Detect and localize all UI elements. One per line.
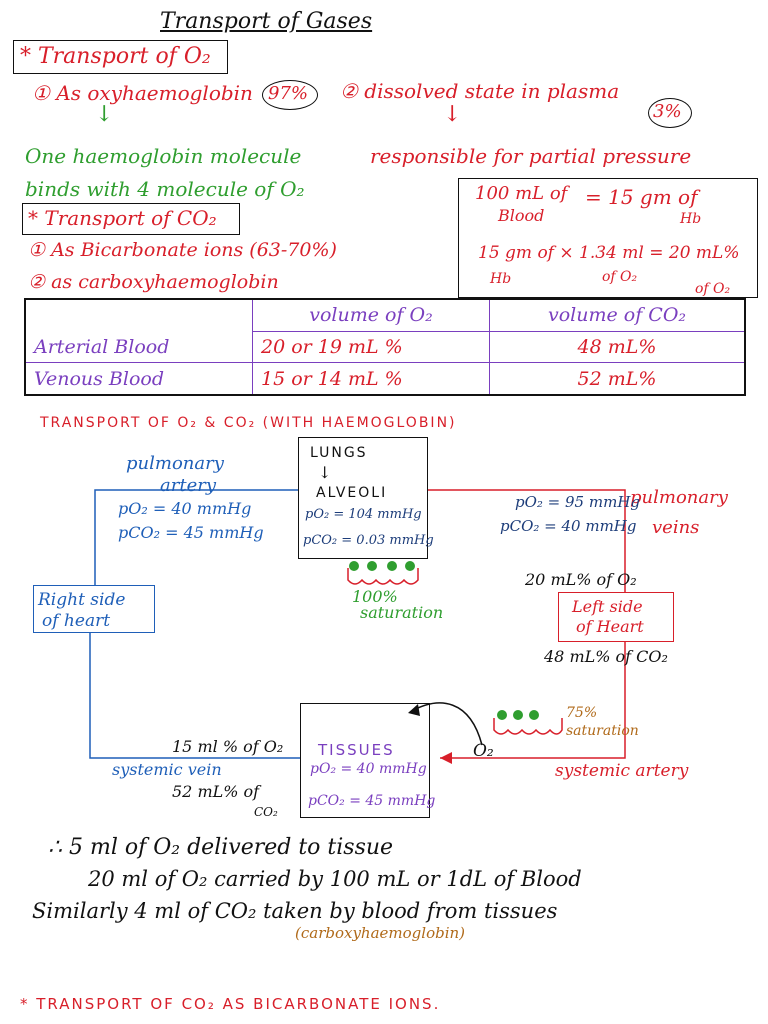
saturation-100-label: saturation bbox=[360, 603, 444, 622]
systemic-artery-arrowhead bbox=[440, 752, 452, 764]
table-header-empty bbox=[25, 299, 253, 332]
left-heart-label-1: Left side bbox=[572, 597, 643, 616]
saturation-75-label: saturation bbox=[566, 723, 639, 739]
left-heart-label-2: of Heart bbox=[576, 617, 644, 636]
pulmonary-veins-po2: pO₂ = 95 mmHg bbox=[515, 493, 641, 511]
co2-item-bicarbonate: ① As Bicarbonate ions (63-70%) bbox=[28, 239, 337, 261]
co2-item-carboxy: ② as carboxyhaemoglobin bbox=[28, 271, 279, 293]
conclusion-line-4: (carboxyhaemoglobin) bbox=[295, 924, 466, 942]
calc-of-o2: of O₂ bbox=[602, 269, 638, 285]
haemoglobin-100-shape bbox=[347, 568, 419, 585]
tissues-box bbox=[300, 703, 430, 818]
table-row: Venous Blood 15 or 14 mL % 52 mL% bbox=[25, 362, 745, 395]
table-header-row: volume of O₂ volume of CO₂ bbox=[25, 299, 745, 332]
right-heart-label-2: of heart bbox=[42, 611, 111, 631]
alveoli-po2: pO₂ = 104 mmHg bbox=[305, 507, 422, 522]
vein-o2-label: 15 ml % of O₂ bbox=[172, 737, 284, 756]
o2-heading: * Transport of O₂ bbox=[20, 44, 211, 69]
diagram-title: TRANSPORT OF O₂ & CO₂ (WITH HAEMOGLOBIN) bbox=[40, 415, 457, 431]
calc-blood: Blood bbox=[498, 206, 545, 225]
co2-48-ml-label: 48 mL% of CO₂ bbox=[544, 647, 668, 666]
pct-97-circle bbox=[262, 80, 318, 110]
alveoli-pco2: pCO₂ = 0.03 mmHg bbox=[303, 533, 434, 548]
calc-of-o2-2: of O₂ bbox=[695, 281, 731, 297]
calc-formula: 15 gm of × 1.34 ml = 20 mL% bbox=[478, 243, 740, 263]
saturation-75-pct: 75% bbox=[566, 705, 598, 721]
pulmonary-artery-po2: pO₂ = 40 mmHg bbox=[118, 499, 252, 518]
table-cell-venous-co2: 52 mL% bbox=[577, 367, 657, 390]
calc-15gm: = 15 gm of bbox=[585, 185, 698, 209]
o2-20-ml-label: 20 mL% of O₂ bbox=[525, 570, 637, 589]
blood-gas-volume-table: volume of O₂ volume of CO₂ Arterial Bloo… bbox=[24, 298, 746, 396]
right-heart-box bbox=[33, 585, 155, 633]
arrow-down-1: ↓ bbox=[95, 102, 114, 127]
tissues-label: TISSUES bbox=[318, 741, 395, 759]
table-cell-arterial-o2: 20 or 19 mL % bbox=[252, 331, 490, 364]
conclusion-line-2: 20 ml of O₂ carried by 100 mL or 1dL of … bbox=[88, 867, 582, 891]
alveoli-label: ALVEOLI bbox=[316, 485, 388, 501]
o2-item-oxyhaemoglobin: ① As oxyhaemoglobin bbox=[32, 81, 253, 105]
table-cell-arterial: Arterial Blood bbox=[25, 331, 253, 364]
lungs-box bbox=[298, 437, 428, 559]
pulmonary-artery-pco2: pCO₂ = 45 mmHg bbox=[118, 523, 264, 542]
calc-hb-2: Hb bbox=[490, 271, 512, 287]
table-cell-venous-o2: 15 or 14 mL % bbox=[252, 362, 490, 395]
vein-co2-label-b: CO₂ bbox=[254, 805, 278, 819]
lungs-arrow: ↓ bbox=[318, 463, 332, 482]
pulmonary-veins-label-2: veins bbox=[652, 517, 700, 538]
saturation-100-pct: 100% bbox=[352, 587, 398, 606]
table-row: Arterial Blood 20 or 19 mL % 48 mL% bbox=[25, 331, 745, 364]
o2-delivery-arrow bbox=[409, 702, 483, 746]
pulmonary-vein-line bbox=[428, 489, 626, 592]
vein-co2-label: 52 mL% of bbox=[172, 782, 260, 801]
calc-hb: Hb bbox=[680, 211, 702, 227]
pct-3-circle bbox=[648, 98, 692, 128]
tissues-po2: pO₂ = 40 mmHg bbox=[310, 761, 427, 777]
hb-line-1: One haemoglobin molecule bbox=[25, 144, 302, 168]
partial-pressure-note: responsible for partial pressure bbox=[370, 144, 692, 168]
pct-97: 97% bbox=[268, 83, 309, 104]
table-cell-venous: Venous Blood bbox=[25, 362, 253, 395]
right-heart-label-1: Right side bbox=[38, 590, 126, 610]
table-header-o2: volume of O₂ bbox=[252, 299, 490, 332]
co2-heading: * Transport of CO₂ bbox=[28, 206, 217, 230]
pulmonary-veins-label-1: pulmonary bbox=[630, 487, 728, 508]
o2-item-dissolved: ② dissolved state in plasma bbox=[340, 79, 620, 103]
tissues-pco2: pCO₂ = 45 mmHg bbox=[308, 793, 436, 809]
conclusion-line-3: Similarly 4 ml of CO₂ taken by blood fro… bbox=[32, 899, 558, 923]
systemic-vein-label: systemic vein bbox=[112, 760, 222, 779]
pct-3: 3% bbox=[653, 101, 682, 122]
pulmonary-artery-label-2: artery bbox=[160, 475, 216, 496]
o2-heading-box bbox=[13, 40, 228, 74]
o2-delivery-arrowhead bbox=[408, 704, 420, 716]
left-heart-box bbox=[558, 592, 674, 642]
lungs-label: LUNGS bbox=[310, 445, 368, 461]
systemic-artery-line bbox=[440, 642, 626, 759]
systemic-artery-label: systemic artery bbox=[555, 761, 689, 781]
arrow-down-2: ↓ bbox=[443, 102, 462, 127]
pulmonary-veins-pco2: pCO₂ = 40 mmHg bbox=[500, 517, 637, 535]
o2-delivery-label: O₂ bbox=[473, 741, 494, 761]
pulmonary-artery-line bbox=[94, 489, 298, 585]
co2-heading-box bbox=[22, 203, 240, 235]
haemoglobin-75-shape bbox=[493, 718, 563, 735]
page-title: Transport of Gases bbox=[160, 9, 373, 34]
table-cell-arterial-co2: 48 mL% bbox=[489, 331, 745, 364]
conclusion-line-1: ∴ 5 ml of O₂ delivered to tissue bbox=[48, 835, 394, 860]
bottom-heading: * TRANSPORT OF CO₂ AS BICARBONATE IONS. bbox=[20, 995, 441, 1013]
hb-line-2: binds with 4 molecule of O₂ bbox=[25, 177, 305, 201]
systemic-vein-line bbox=[89, 633, 300, 759]
pulmonary-artery-label-1: pulmonary bbox=[126, 453, 224, 474]
calc-box bbox=[458, 178, 758, 298]
calc-100ml: 100 mL of bbox=[475, 183, 568, 204]
table-header-co2: volume of CO₂ bbox=[489, 299, 745, 332]
